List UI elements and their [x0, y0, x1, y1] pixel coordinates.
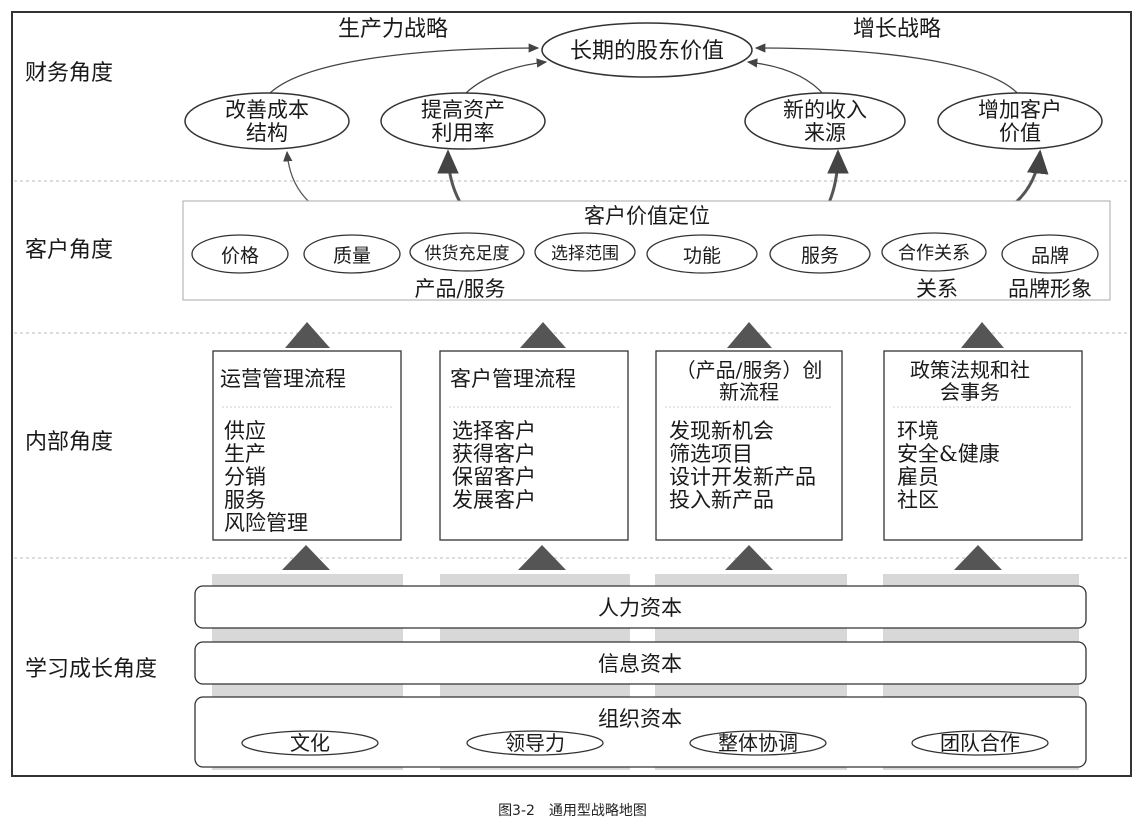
outer-frame — [11, 11, 1132, 777]
objective-asset-line1: 提高资产 — [421, 98, 505, 122]
process-innovation-title-line2: 新流程 — [719, 380, 779, 404]
attr-brand — [1001, 234, 1099, 274]
triangle-up-1 — [285, 322, 330, 348]
attr-price — [191, 234, 289, 274]
culture-item-alignment-text: 整体协调 — [718, 731, 798, 755]
attr-quality-text: 质量 — [333, 245, 371, 267]
objective-cost-line2: 结构 — [246, 121, 288, 145]
goal-shareholder-value — [541, 22, 753, 78]
information-capital-bar — [194, 641, 1087, 685]
process-regulatory-title-line1: 政策法规和社 — [910, 358, 1030, 382]
group-label-relationship: 关系 — [916, 277, 958, 301]
process-customer-mgmt-box — [439, 350, 629, 541]
process-innovation-item: 设计开发新产品 — [669, 465, 816, 489]
process-customer-mgmt-item: 选择客户 — [452, 419, 536, 443]
attr-selection — [534, 232, 636, 272]
process-regulatory-box — [883, 350, 1083, 541]
triangle-up-7 — [725, 545, 773, 570]
process-customer-mgmt-item: 获得客户 — [452, 442, 536, 466]
culture-item-culture — [241, 730, 379, 756]
culture-item-leadership — [466, 730, 604, 756]
perspective-financial: 财务角度 — [25, 61, 113, 86]
attr-function — [646, 234, 758, 274]
information-capital-text: 信息资本 — [598, 652, 682, 676]
objective-asset-line2: 利用率 — [432, 121, 495, 145]
perspective-internal: 内部角度 — [25, 430, 113, 455]
perspective-customer: 客户角度 — [25, 238, 113, 263]
culture-item-leadership-text: 领导力 — [505, 731, 565, 755]
triangle-up-8 — [954, 545, 1002, 570]
process-operations-box — [212, 350, 402, 541]
group-label-product-service: 产品/服务 — [414, 277, 505, 301]
process-operations-item: 生产 — [224, 442, 266, 466]
process-operations-item: 分销 — [224, 465, 266, 489]
group-label-brand-image: 品牌形象 — [1008, 277, 1092, 301]
objective-cost-line1: 改善成本 — [225, 98, 309, 122]
culture-item-alignment — [689, 730, 827, 756]
objective-customer-value — [937, 92, 1103, 150]
process-innovation-item: 发现新机会 — [669, 419, 774, 443]
process-regulatory-item: 安全&健康 — [897, 442, 1000, 466]
human-capital-bar — [194, 585, 1087, 629]
customer-value-title: 客户价值定位 — [584, 204, 710, 228]
attr-partnership — [881, 232, 987, 272]
process-operations-item: 供应 — [224, 419, 266, 443]
organization-capital-bar — [194, 696, 1087, 768]
perspective-learning: 学习成长角度 — [25, 657, 157, 682]
attr-service — [769, 234, 871, 274]
arrow-cost-to-goal — [266, 43, 540, 97]
human-capital-text: 人力资本 — [598, 596, 682, 620]
triangle-up-2 — [520, 322, 566, 348]
process-regulatory-item: 环境 — [897, 419, 939, 443]
triangle-up-6 — [518, 545, 566, 570]
culture-item-culture-text: 文化 — [290, 731, 330, 755]
objective-asset-utilization — [380, 92, 546, 150]
process-innovation-box — [655, 350, 843, 541]
organization-capital-text: 组织资本 — [598, 707, 682, 731]
attr-function-text: 功能 — [683, 245, 721, 267]
culture-item-teamwork-text: 团队合作 — [940, 731, 1020, 755]
goal-text: 长期的股东价值 — [570, 39, 724, 64]
figure-caption: 图3-2 通用型战略地图 — [498, 803, 647, 819]
objective-new-revenue — [744, 92, 906, 150]
process-regulatory-item: 雇员 — [897, 465, 939, 489]
process-customer-mgmt-title: 客户管理流程 — [450, 367, 576, 391]
process-operations-item: 风险管理 — [224, 511, 308, 535]
attr-availability-text: 供货充足度 — [425, 244, 510, 264]
triangle-up-5 — [282, 545, 330, 570]
growth-strategy-label: 增长战略 — [853, 17, 941, 42]
process-customer-mgmt-item: 保留客户 — [452, 465, 536, 489]
triangle-up-4 — [961, 322, 1004, 348]
attr-price-text: 价格 — [221, 245, 259, 267]
attr-availability — [409, 232, 525, 272]
attr-service-text: 服务 — [801, 245, 839, 267]
process-regulatory-title-line2: 会事务 — [940, 380, 1000, 404]
productivity-strategy-label: 生产力战略 — [338, 17, 448, 42]
attr-brand-text: 品牌 — [1031, 245, 1069, 267]
attr-partnership-text: 合作关系 — [898, 243, 970, 264]
objective-revenue-line1: 新的收入 — [783, 98, 867, 122]
process-innovation-item: 投入新产品 — [669, 488, 774, 512]
objective-cost-structure — [184, 92, 350, 150]
attr-quality — [303, 234, 401, 274]
objective-value-line2: 价值 — [999, 121, 1041, 145]
objective-revenue-line2: 来源 — [804, 121, 846, 145]
arrow-revenue-to-goal — [746, 58, 826, 97]
process-operations-item: 服务 — [224, 488, 266, 512]
arrow-asset-to-goal — [462, 58, 548, 97]
triangle-up-3 — [727, 322, 772, 348]
process-innovation-title-line1: （产品/服务）创 — [676, 358, 823, 382]
process-regulatory-item: 社区 — [897, 488, 939, 512]
process-customer-mgmt-item: 发展客户 — [452, 488, 536, 512]
attr-selection-text: 选择范围 — [551, 244, 619, 264]
objective-value-line1: 增加客户 — [978, 98, 1062, 122]
culture-item-teamwork — [911, 730, 1049, 756]
arrow-customer-value-to-goal — [754, 43, 1021, 97]
process-innovation-item: 筛选项目 — [669, 442, 753, 466]
process-operations-title: 运营管理流程 — [220, 367, 346, 391]
